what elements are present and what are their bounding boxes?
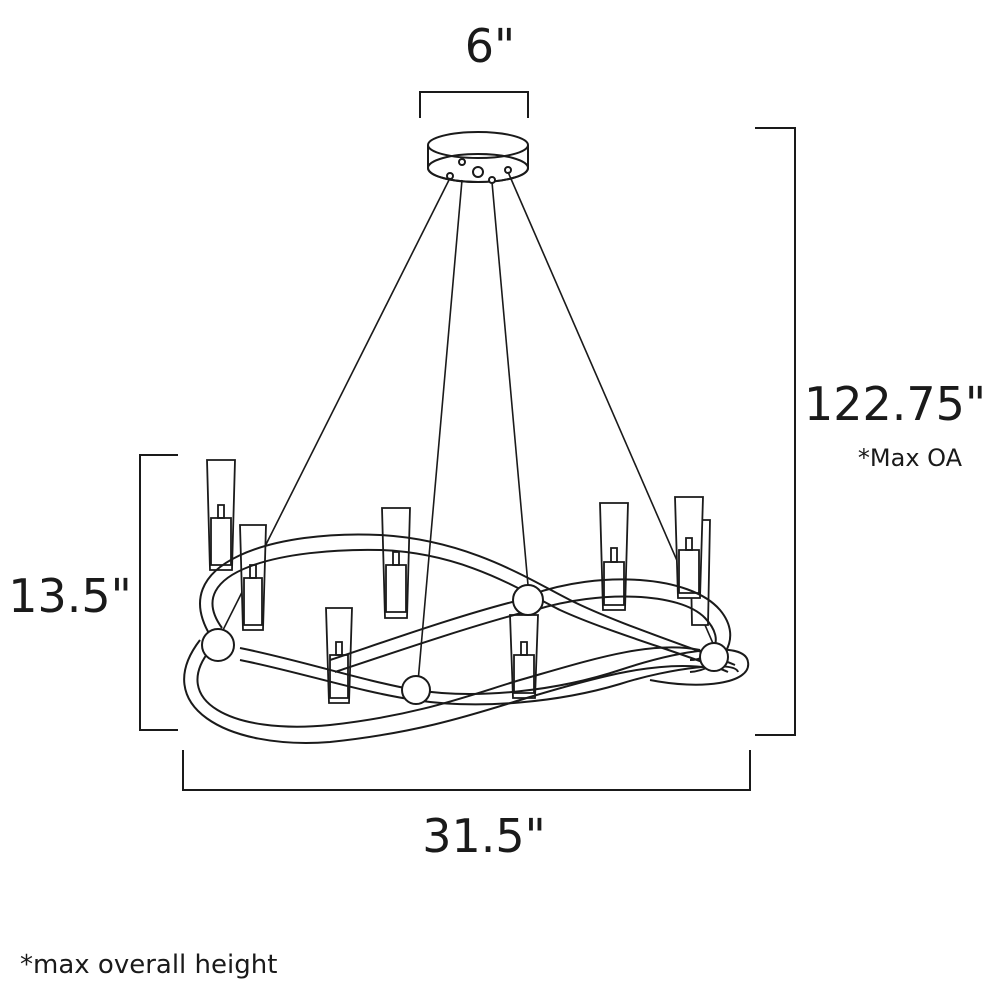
ball-joint-center-front — [401, 675, 431, 705]
suspension-cables — [217, 171, 716, 683]
canopy-width-dimension — [419, 91, 529, 118]
canopy — [427, 131, 529, 184]
candle-8 — [674, 496, 704, 599]
footnote: *max overall height — [20, 950, 278, 980]
candle-3 — [381, 507, 411, 619]
candle-2 — [239, 524, 267, 631]
ball-joints — [201, 584, 729, 705]
candle-5 — [509, 614, 539, 699]
fixture-width-dimension — [182, 750, 751, 791]
fixture-height-dimension — [139, 454, 178, 731]
candle-6 — [599, 502, 629, 611]
canopy-width-label: 6" — [465, 19, 515, 73]
candle-4 — [325, 607, 353, 704]
ball-joint-center-back — [512, 584, 544, 616]
fixture-width-label: 31.5" — [422, 809, 546, 863]
candle-sleeves — [206, 459, 711, 704]
overall-height-dimension — [755, 127, 796, 736]
ball-joint-right — [699, 642, 729, 672]
ball-joint-left — [201, 628, 235, 662]
overall-height-label: 122.75" — [804, 377, 986, 431]
fixture-height-label: 13.5" — [8, 569, 132, 623]
candle-1 — [206, 459, 236, 571]
twisted-ring — [183, 533, 750, 744]
overall-height-note: *Max OA — [858, 444, 963, 472]
